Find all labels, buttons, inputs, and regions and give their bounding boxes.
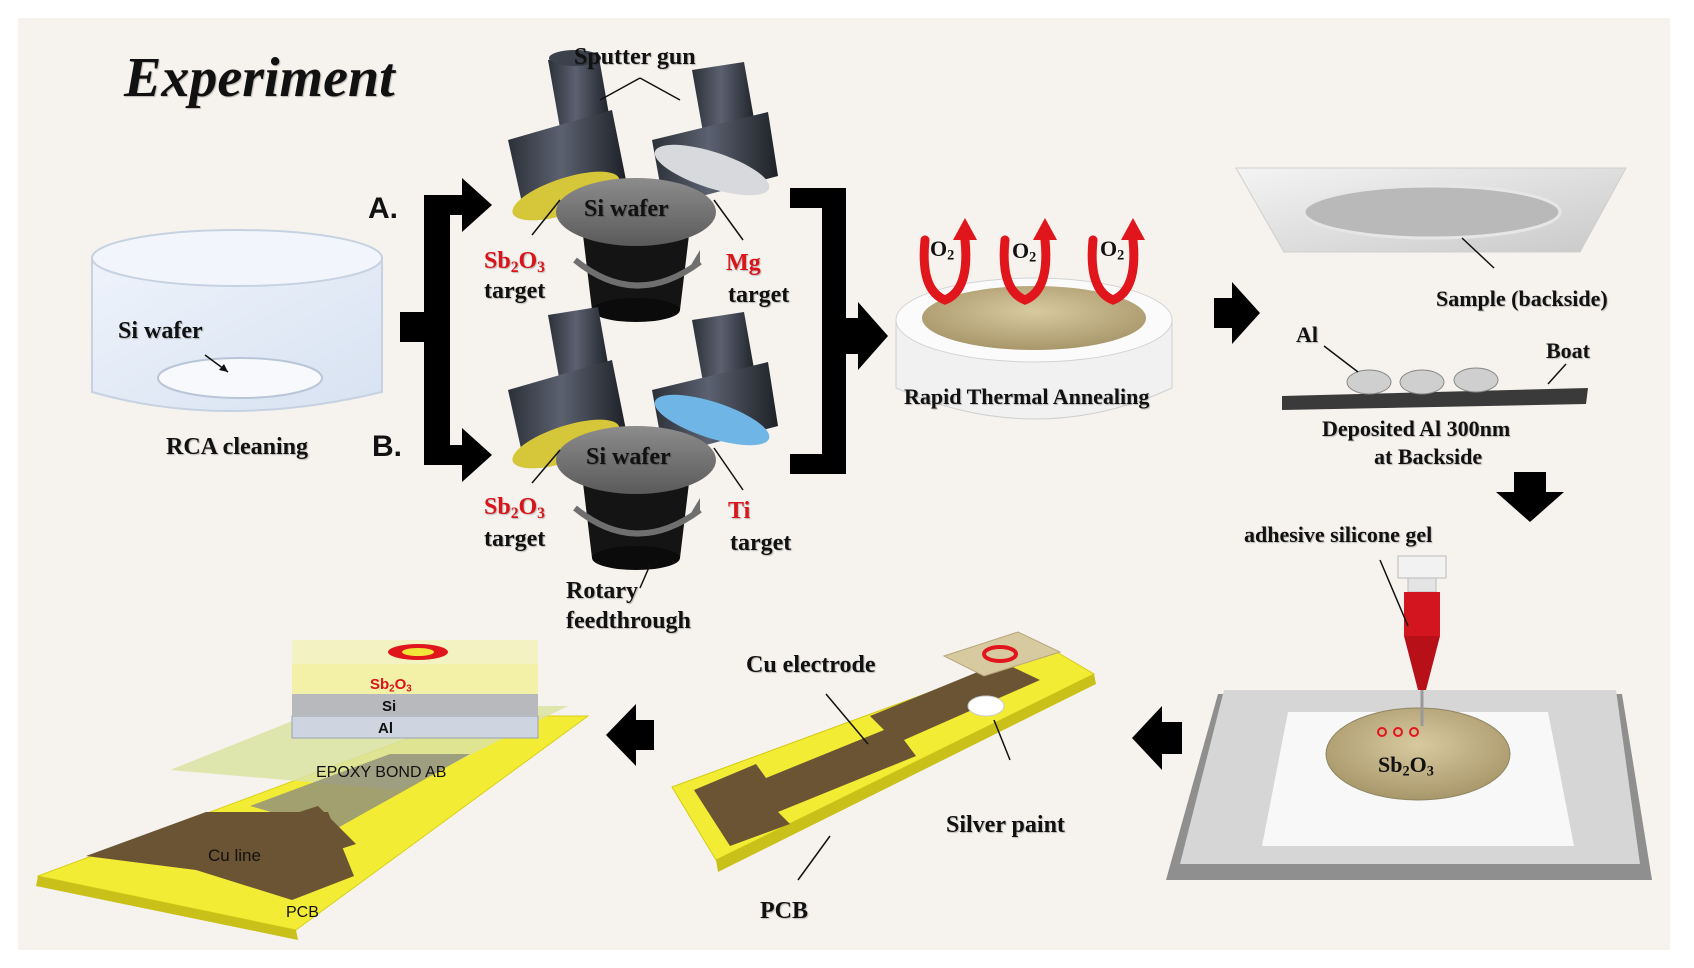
rotary-label-line1: Rotary: [566, 578, 638, 604]
target-pointers-b: [531, 447, 744, 589]
o2-label-3: O2: [1100, 236, 1125, 264]
boat-label: Boat: [1546, 338, 1590, 363]
evaporation-stage: [1235, 167, 1627, 410]
device-sb2o3-layer: Sb2O3: [370, 676, 412, 695]
al-source-label: Al: [1296, 322, 1318, 347]
ti-target-label: Ti: [728, 498, 751, 524]
cu-electrode-label: Cu electrode: [746, 652, 876, 678]
target-b-left-label: target: [484, 526, 546, 552]
o2-label-1: O2: [930, 236, 955, 264]
rca-beaker: [91, 229, 383, 412]
sample-backside-label: Sample (backside): [1436, 286, 1608, 311]
si-wafer-a-label: Si wafer: [584, 196, 669, 222]
sb2o3-sample-formula: Sb2O3: [1378, 752, 1434, 780]
o2-label-2: O2: [1012, 238, 1037, 266]
device-al-layer: Al: [378, 720, 393, 737]
target-pointers-a: [531, 199, 744, 241]
oxygen-arrowheads: [953, 218, 1145, 240]
dispense-stage: [1166, 690, 1652, 880]
cu-line-label: Cu line: [208, 846, 261, 865]
final-device: [36, 640, 590, 940]
device-pcb-label: PCB: [286, 904, 319, 921]
rotary-stage-a: [556, 178, 716, 322]
rotary-stage-b: [556, 426, 716, 570]
sputter-gun-b-right: [652, 312, 778, 456]
step-a-label: A.: [368, 192, 398, 225]
si-wafer-b-label: Si wafer: [586, 444, 671, 470]
deposited-al-line1: Deposited Al 300nm: [1322, 416, 1511, 441]
syringe: [1379, 555, 1447, 726]
page-title: Experiment: [124, 47, 395, 109]
branch-bracket-left: [400, 178, 492, 482]
pcb-electrode-label: PCB: [760, 898, 808, 924]
adhesive-gel-label: adhesive silicone gel: [1244, 522, 1433, 547]
mg-target-label: Mg: [726, 250, 761, 276]
sputter-gun-pointers: [599, 77, 681, 101]
arrow-to-deposition: [1214, 282, 1260, 344]
arrow-left-1: [1132, 706, 1182, 770]
target-a-left-label: target: [484, 278, 546, 304]
arrow-left-2: [606, 704, 654, 766]
deposited-al-line2: at Backside: [1374, 444, 1483, 469]
rta-label: Rapid Thermal Annealing: [904, 384, 1150, 409]
sputter-gun-label: Sputter gun: [574, 44, 696, 70]
target-a-right-label: target: [728, 282, 790, 308]
oxygen-arrows: [919, 235, 1139, 305]
sb2o3-target-b-formula: Sb2O3: [484, 494, 545, 522]
pcb-electrode: [671, 631, 1096, 881]
epoxy-label: EPOXY BOND AB: [316, 764, 447, 781]
rotary-label-line2: feedthrough: [566, 608, 691, 634]
step-b-label: B.: [372, 430, 402, 463]
sputter-gun-a-right: [652, 62, 778, 206]
rca-cleaning-label: RCA cleaning: [166, 434, 309, 460]
rca-wafer-label: Si wafer: [118, 318, 203, 344]
arrow-down: [1496, 472, 1564, 522]
sb2o3-target-a-formula: Sb2O3: [484, 248, 545, 276]
silver-paint-label: Silver paint: [946, 812, 1065, 838]
target-b-right-label: target: [730, 530, 792, 556]
device-si-layer: Si: [382, 698, 397, 715]
branch-bracket-right: [790, 188, 888, 474]
